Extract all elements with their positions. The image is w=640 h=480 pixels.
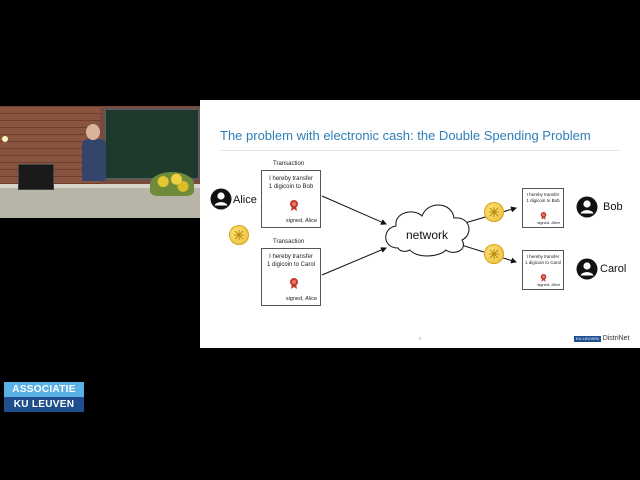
arrow-tx2-network — [321, 247, 387, 276]
speaker-torso — [82, 139, 106, 181]
ku-leuven-text: KU LEUVEN — [4, 397, 84, 412]
flower-bouquet — [150, 172, 194, 196]
seal-icon — [540, 207, 547, 225]
monitor — [18, 164, 54, 190]
bob-received-box: I hereby transfer 1 digicoin to Bob sign… — [522, 188, 564, 228]
associatie-ku-leuven-logo: ASSOCIATIE KU LEUVEN — [4, 382, 84, 412]
carol-rx-signed: signed, Alice — [537, 282, 560, 287]
tx1-signed: signed, Alice — [285, 218, 317, 224]
page-number: 7 — [419, 336, 422, 341]
seal-icon — [540, 269, 547, 287]
distrinet-wordmark: DistriNet — [602, 335, 630, 342]
arrow-tx1-network — [321, 195, 387, 225]
tx1-line1: I hereby transfer — [269, 176, 313, 182]
alice-coin-icon — [229, 225, 249, 245]
tx2-label: Transaction — [273, 239, 305, 245]
bob-coin-icon — [484, 202, 504, 222]
alice-avatar-icon — [210, 188, 232, 215]
bob-rx-signed: signed, Alice — [537, 220, 560, 225]
tx1-line2: 1 digicoin to Bob — [268, 184, 314, 190]
carol-label: Carol — [600, 263, 627, 275]
tx2-signed: signed, Alice — [285, 296, 317, 302]
bob-avatar-icon — [576, 196, 598, 223]
tx2-box: I hereby transfer 1 digicoin to Carol si… — [261, 248, 321, 306]
carol-rx-line2: 1 digicoin to Carol — [524, 260, 562, 265]
network-cloud-icon — [385, 204, 470, 257]
network-label: network — [406, 228, 449, 242]
slide-title: The problem with electronic cash: the Do… — [220, 128, 591, 143]
carol-rx-line1: I hereby transfer — [526, 254, 560, 259]
bob-label: Bob — [603, 201, 623, 213]
speaker-video — [0, 106, 200, 218]
seal-icon — [289, 198, 299, 216]
tx2-line2: 1 digicoin to Carol — [266, 262, 316, 268]
ku-leuven-badge: KU LEUVEN — [574, 335, 601, 342]
associatie-text: ASSOCIATIE — [4, 382, 84, 397]
presentation-slide: The problem with electronic cash: the Do… — [200, 100, 640, 348]
bob-rx-line2: 1 digicoin to Bob — [526, 198, 560, 203]
seal-icon — [289, 276, 299, 294]
bob-rx-line1: I hereby transfer — [526, 192, 560, 197]
speaker-head — [86, 124, 100, 140]
tx2-line1: I hereby transfer — [269, 254, 313, 260]
carol-coin-icon — [484, 244, 504, 264]
wall-light — [2, 136, 8, 142]
tx1-label: Transaction — [273, 161, 305, 167]
alice-label: Alice — [233, 194, 257, 206]
chalkboard — [104, 108, 200, 180]
tx1-box: I hereby transfer 1 digicoin to Bob sign… — [261, 170, 321, 228]
distrinet-logo: KU LEUVEN DistriNet — [574, 334, 630, 343]
carol-received-box: I hereby transfer 1 digicoin to Carol si… — [522, 250, 564, 290]
title-divider — [220, 150, 620, 151]
carol-avatar-icon — [576, 258, 598, 285]
